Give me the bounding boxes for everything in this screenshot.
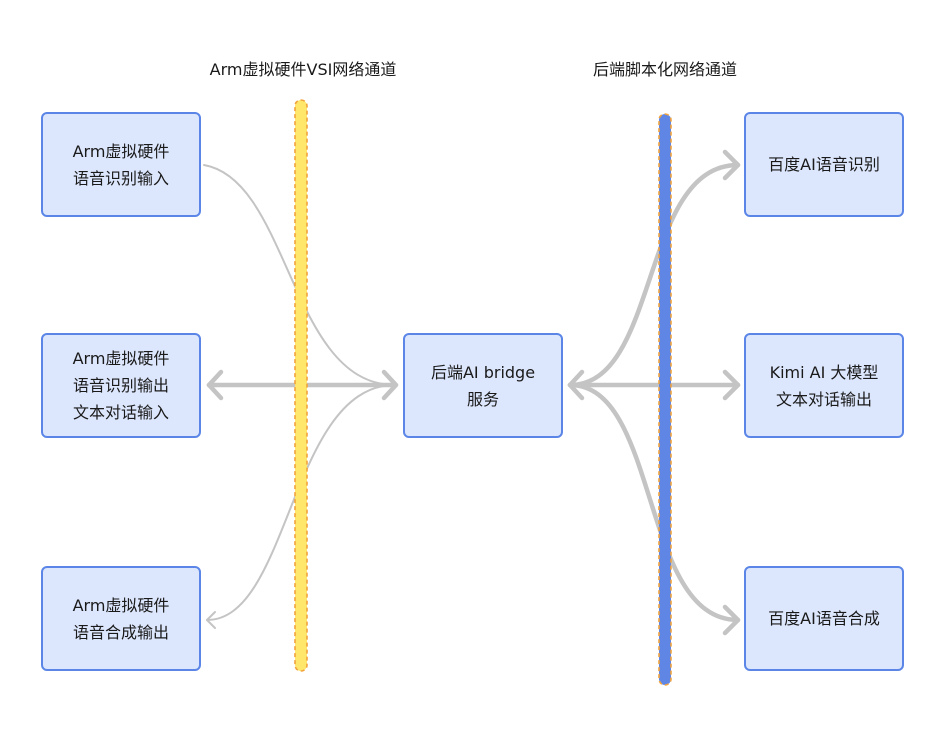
script-channel-band <box>658 113 672 686</box>
arm-asr-output-node: Arm虚拟硬件 语音识别输出 文本对话输入 <box>41 333 201 438</box>
arrow-head-baidu-tts <box>722 604 741 636</box>
arrow-head-baidu-asr <box>722 149 741 181</box>
node-line: Arm虚拟硬件 <box>72 349 170 368</box>
node-line: Arm虚拟硬件 <box>72 595 170 615</box>
edge-bridge-to-tts-output <box>206 384 396 621</box>
node-line: 百度AI语音合成 <box>768 609 880 628</box>
arrow-head-tts-output <box>206 611 216 629</box>
node-line: 文本对话输出 <box>775 389 872 409</box>
arm-tts-output-node: Arm虚拟硬件 语音合成输出 <box>41 566 201 671</box>
node-line: 后端AI bridge <box>430 362 536 382</box>
left-channel-label: Arm虚拟硬件VSI网络通道 <box>209 60 397 79</box>
node-line: 百度AI语音识别 <box>768 155 880 174</box>
arrow-head-kimi <box>722 369 741 401</box>
node-line: 语音识别输出 <box>72 376 169 395</box>
edge-bridge-to-baidu-asr <box>567 162 741 388</box>
edge-bridge-to-baidu-tts <box>567 382 741 623</box>
arrow-head-asr-output <box>206 369 224 401</box>
node-line: 语音识别输入 <box>72 168 169 188</box>
vsi-channel-band <box>294 99 308 672</box>
arrow-head-bridge-in <box>381 369 399 401</box>
kimi-node: Kimi AI 大模型 文本对话输出 <box>744 333 904 438</box>
node-line: 文本对话输入 <box>72 403 169 422</box>
node-line: Arm虚拟硬件 <box>72 141 170 161</box>
arm-asr-input-node: Arm虚拟硬件 语音识别输入 <box>41 112 201 217</box>
baidu-tts-node: 百度AI语音合成 <box>744 566 904 671</box>
node-line: Kimi AI 大模型 <box>769 362 879 382</box>
edge-asr-input-to-bridge <box>203 164 396 386</box>
node-line: 服务 <box>466 389 499 409</box>
bridge-node: 后端AI bridge 服务 <box>403 333 563 438</box>
arrow-head-bridge-out <box>567 369 585 401</box>
right-channel-label: 后端脚本化网络通道 <box>592 60 737 79</box>
node-line: 语音合成输出 <box>72 622 169 642</box>
baidu-asr-node: 百度AI语音识别 <box>744 112 904 217</box>
